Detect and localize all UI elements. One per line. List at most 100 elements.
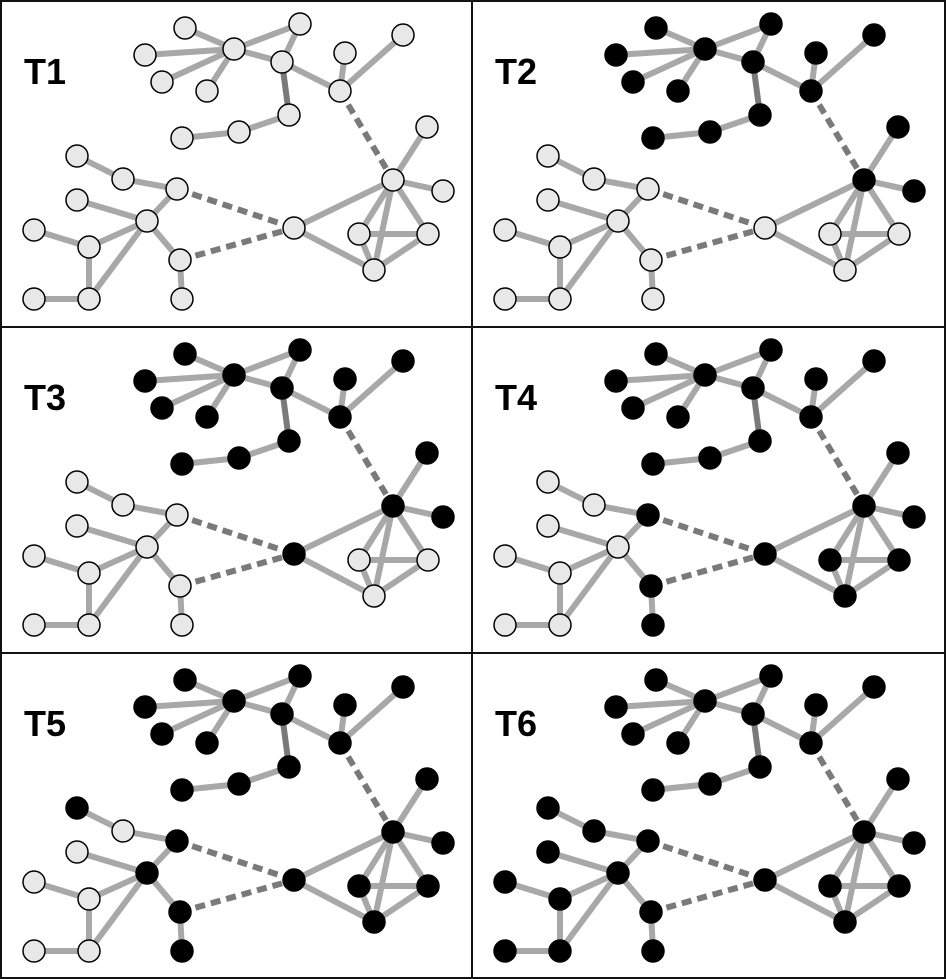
inactive-node — [173, 16, 197, 40]
inactive-node — [222, 37, 246, 61]
edges — [33, 673, 444, 954]
inactive-node — [391, 23, 415, 47]
active-node — [328, 405, 352, 429]
edge — [703, 673, 773, 704]
active-node — [391, 349, 415, 373]
active-node — [833, 584, 857, 608]
nodes — [493, 12, 926, 311]
dashed-edge — [647, 512, 766, 557]
active-node — [222, 689, 246, 713]
active-node — [666, 731, 690, 755]
active-node — [862, 675, 886, 699]
edge — [809, 684, 876, 746]
panel-t5: T5 — [0, 652, 473, 979]
active-node — [852, 494, 876, 518]
dashed-edge — [647, 838, 766, 883]
active-node — [277, 755, 301, 779]
edges — [504, 347, 915, 628]
inactive-node — [493, 287, 517, 311]
active-node — [606, 861, 630, 885]
inactive-node — [77, 939, 101, 963]
active-node — [347, 874, 371, 898]
active-node — [381, 494, 405, 518]
edge — [703, 21, 773, 52]
active-node — [741, 702, 765, 726]
edge — [86, 871, 150, 953]
inactive-node — [536, 470, 560, 494]
panel-t4: T4 — [471, 326, 946, 654]
inactive-node — [65, 840, 89, 864]
active-node — [270, 376, 294, 400]
active-node — [536, 840, 560, 864]
active-node — [693, 37, 717, 61]
inactive-node — [636, 177, 660, 201]
active-node — [862, 349, 886, 373]
active-node — [548, 887, 572, 911]
edge — [160, 46, 236, 85]
inactive-node — [347, 222, 371, 246]
active-node — [852, 820, 876, 844]
active-node — [333, 693, 357, 717]
active-node — [759, 12, 783, 36]
edge — [703, 347, 773, 378]
inactive-node — [227, 120, 251, 144]
edge — [615, 46, 706, 58]
active-node — [415, 767, 439, 791]
edges — [504, 673, 915, 954]
active-node — [741, 50, 765, 74]
dashed-edge — [650, 225, 766, 263]
active-node — [195, 405, 219, 429]
inactive-node — [195, 79, 219, 103]
active-node — [222, 363, 246, 387]
edge — [631, 46, 707, 85]
active-node — [852, 168, 876, 192]
network-graph — [22, 338, 455, 637]
edge — [809, 358, 876, 420]
inactive-node — [65, 514, 89, 538]
inactive-node — [606, 209, 630, 233]
active-node — [282, 542, 306, 566]
active-node — [65, 796, 89, 820]
edge — [144, 46, 235, 58]
edge — [338, 32, 405, 94]
active-node — [381, 820, 405, 844]
active-node — [799, 405, 823, 429]
active-node — [328, 731, 352, 755]
active-node — [639, 574, 663, 598]
inactive-node — [133, 43, 157, 67]
inactive-node — [170, 613, 194, 637]
edge — [292, 177, 395, 231]
active-node — [641, 613, 665, 637]
edge — [338, 684, 405, 746]
dashed-edge — [808, 415, 867, 508]
nodes — [493, 338, 926, 637]
active-node — [748, 429, 772, 453]
active-node — [582, 819, 606, 843]
edge — [160, 698, 236, 737]
active-node — [288, 664, 312, 688]
inactive-node — [135, 209, 159, 233]
active-node — [431, 505, 455, 529]
active-node — [604, 43, 628, 67]
active-node — [862, 23, 886, 47]
inactive-node — [833, 258, 857, 282]
inactive-node — [536, 514, 560, 538]
active-node — [698, 772, 722, 796]
dashed-edge — [176, 512, 295, 557]
edge — [371, 505, 396, 597]
active-node — [636, 829, 660, 853]
inactive-node — [168, 248, 192, 272]
active-node — [759, 338, 783, 362]
inactive-node — [362, 258, 386, 282]
inactive-node — [22, 544, 46, 568]
panel-label: T1 — [24, 51, 67, 92]
inactive-node — [431, 179, 455, 203]
inactive-node — [65, 144, 89, 168]
edge — [631, 698, 707, 737]
inactive-node — [170, 287, 194, 311]
active-node — [641, 778, 665, 802]
edge — [842, 505, 867, 597]
inactive-node — [165, 503, 189, 527]
inactive-node — [887, 222, 911, 246]
